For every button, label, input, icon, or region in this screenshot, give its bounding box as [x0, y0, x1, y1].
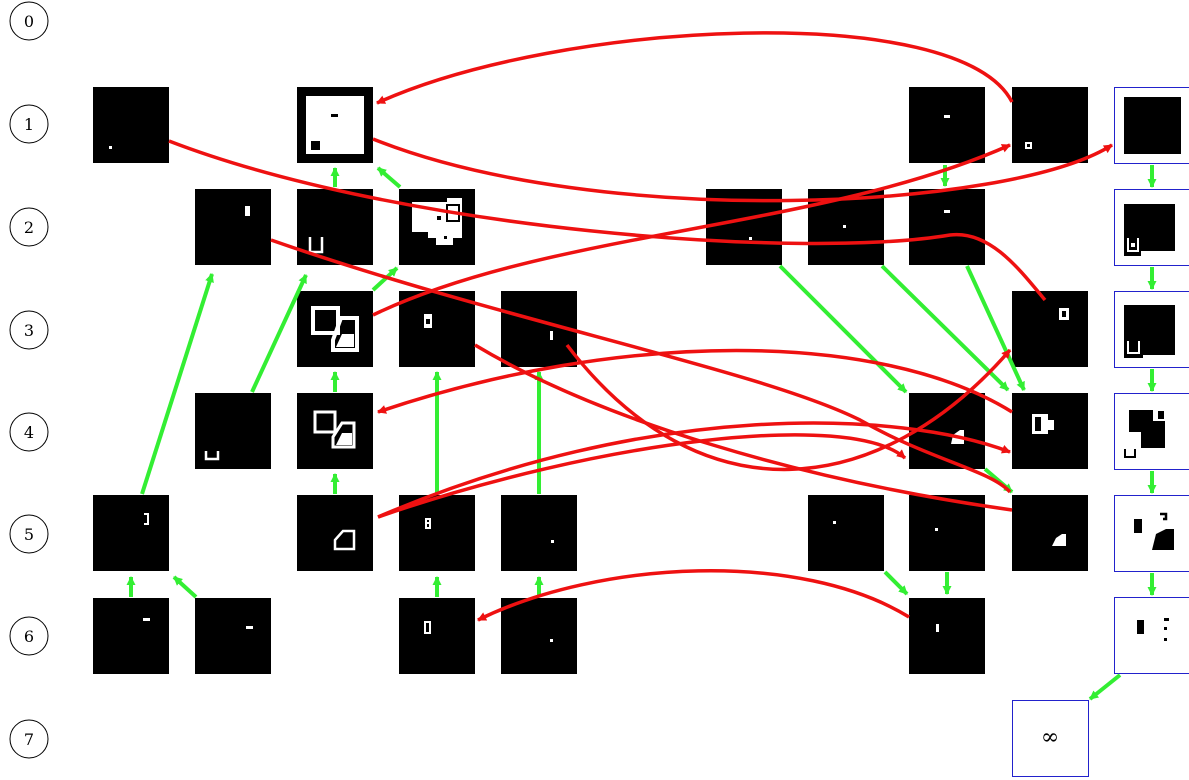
green-arrow: [376, 166, 402, 189]
tile-r5-c1: [93, 495, 169, 571]
frame-infinity: ∞: [1012, 700, 1089, 777]
green-arrow: [250, 274, 308, 393]
tile-r6-c5: [501, 598, 577, 674]
row-label-2: 2: [9, 207, 49, 247]
row-label-0: 0: [9, 1, 49, 41]
green-arrow: [140, 273, 214, 495]
row-label-1: 1: [9, 104, 49, 144]
frame-r2: [1114, 189, 1189, 266]
tile-r6-c1: [93, 598, 169, 674]
tile-r2-c4: [399, 189, 475, 265]
svg-text:1: 1: [24, 115, 34, 134]
tile-r1-c11: [1012, 87, 1088, 163]
tile-r5-c4: [399, 495, 475, 571]
red-arrow: [168, 139, 1047, 302]
row-label-5: 5: [9, 514, 49, 554]
tile-r2-c10: [909, 189, 985, 265]
red-arrow: [377, 348, 1013, 414]
red-arrow: [477, 569, 910, 622]
infinity-label: ∞: [1041, 725, 1059, 750]
frame-r3: [1114, 291, 1189, 368]
tiles: [93, 87, 1088, 674]
tile-r4-c11: [1012, 393, 1088, 469]
row-label-3: 3: [9, 310, 49, 350]
frame-r5: [1114, 495, 1189, 572]
tile-r6-c2: [195, 598, 271, 674]
tile-r6-c4: [399, 598, 475, 674]
row-labels: 0 1 2 3 4 5 6 7: [9, 1, 49, 759]
tile-r3-c3: [297, 291, 373, 367]
red-arrow: [376, 31, 1014, 105]
tile-r5-c10: [909, 495, 985, 571]
red-arrow: [377, 433, 907, 519]
tile-r5-c11: [1012, 495, 1088, 571]
frame-r6: [1114, 597, 1189, 674]
row-label-6: 6: [9, 616, 49, 656]
tile-r1-c10: [909, 87, 985, 163]
green-arrow: [371, 266, 399, 292]
tile-r2-c2: [195, 189, 271, 265]
tile-r5-c3: [297, 495, 373, 571]
tile-r5-c9: [808, 495, 884, 571]
svg-text:3: 3: [24, 321, 34, 340]
tile-r3-c4: [399, 291, 475, 367]
frame-r1: [1114, 87, 1189, 164]
red-arrow: [565, 343, 1012, 472]
frame-r4: [1114, 393, 1189, 470]
tile-r3-c11: [1012, 291, 1088, 367]
tile-r1-c1: [93, 87, 169, 163]
green-arrow: [778, 264, 908, 394]
green-arrow: [965, 265, 1026, 391]
filtration-column: ∞: [1012, 87, 1189, 777]
svg-text:5: 5: [24, 525, 34, 544]
red-arrow: [474, 343, 1013, 512]
green-arrow: [880, 264, 1010, 392]
green-arrow: [1088, 673, 1122, 701]
tile-r4-c3: [297, 393, 373, 469]
red-arrow: [270, 238, 1012, 494]
red-arrow: [377, 421, 1011, 519]
red-arrow: [372, 137, 1113, 203]
red-arrows: [168, 31, 1113, 622]
tile-r4-c2: [195, 393, 271, 469]
svg-text:7: 7: [24, 730, 34, 749]
svg-text:6: 6: [24, 627, 34, 646]
green-arrow: [883, 570, 909, 596]
row-label-4: 4: [9, 412, 49, 452]
svg-text:4: 4: [24, 423, 34, 442]
green-arrow: [172, 575, 198, 599]
tile-r1-c3: [297, 87, 373, 163]
red-arrow: [372, 143, 1011, 317]
tile-r5-c5: [501, 495, 577, 571]
tile-r6-c10: [909, 598, 985, 674]
svg-text:0: 0: [24, 12, 34, 31]
row-label-7: 7: [9, 719, 49, 759]
svg-text:2: 2: [24, 218, 34, 237]
